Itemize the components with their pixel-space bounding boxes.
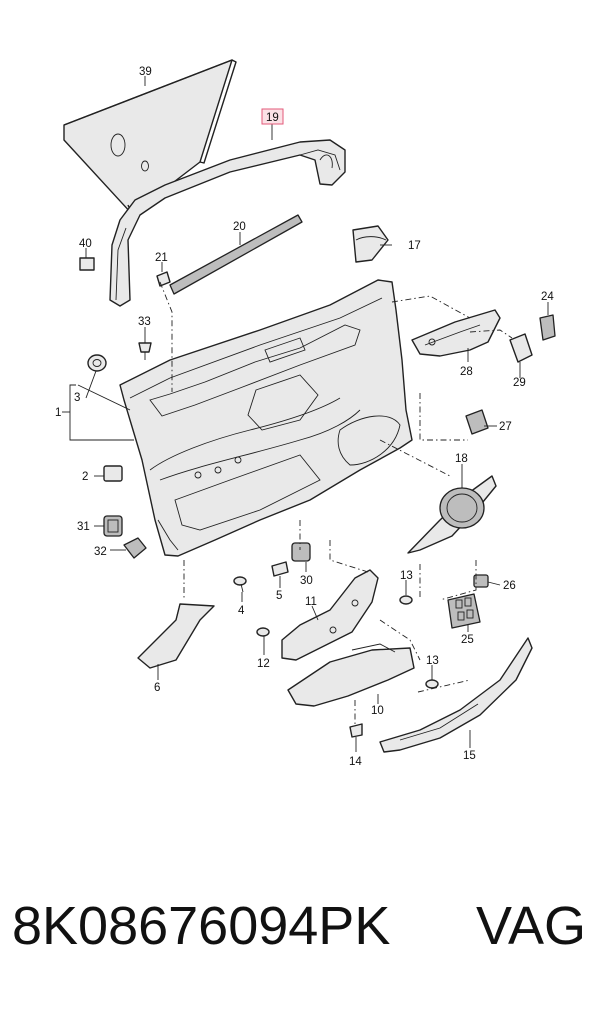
part-26-clip bbox=[473, 574, 489, 588]
door-trim-exploded-diagram: 39 19 20 17 40 21 24 33 28 29 3 1 27 18 … bbox=[55, 59, 556, 768]
part-29-actuator bbox=[509, 333, 533, 363]
part-10-armrest-trim bbox=[287, 643, 415, 707]
part-21-clip bbox=[156, 271, 171, 287]
part-2-pad bbox=[103, 465, 123, 482]
callout-30: 30 bbox=[300, 575, 313, 587]
callout-10: 10 bbox=[371, 705, 384, 717]
callout-labels: 39 19 20 17 40 21 24 33 28 29 3 1 27 18 … bbox=[55, 66, 554, 768]
footer: 8K08676094PK VAG bbox=[0, 895, 600, 995]
part-17-cap bbox=[352, 225, 389, 263]
part-30-clip bbox=[291, 542, 311, 562]
part-1-door-trim-panel bbox=[119, 279, 413, 557]
part-33-screw bbox=[138, 342, 152, 360]
part-31-switch bbox=[103, 515, 123, 537]
callout-3: 3 bbox=[74, 392, 80, 404]
callout-31: 31 bbox=[77, 521, 90, 533]
callout-33: 33 bbox=[138, 316, 151, 328]
callout-19-highlight bbox=[261, 108, 284, 125]
part-12-screw bbox=[256, 627, 270, 637]
part-13-screw-upper bbox=[399, 595, 413, 605]
callout-28: 28 bbox=[460, 366, 473, 378]
part-11-bracket bbox=[281, 569, 379, 661]
callout-5: 5 bbox=[276, 590, 282, 602]
callout-12: 12 bbox=[257, 658, 270, 670]
callout-1: 1 bbox=[55, 407, 61, 419]
callout-15: 15 bbox=[463, 750, 476, 762]
part-27-cover bbox=[465, 409, 489, 435]
part-13-screw-lower bbox=[425, 679, 439, 689]
part-number-label: 8K08676094PK bbox=[12, 896, 391, 956]
callout-27: 27 bbox=[499, 421, 512, 433]
part-18-speaker-grille bbox=[407, 475, 497, 554]
part-32-cover bbox=[123, 537, 147, 559]
callout-29: 29 bbox=[513, 377, 526, 389]
brand-label: VAG bbox=[475, 896, 586, 956]
part-28-inner-handle bbox=[411, 309, 501, 357]
part-24-cap bbox=[539, 314, 556, 341]
callout-24: 24 bbox=[541, 291, 554, 303]
part-40-clip bbox=[79, 257, 95, 271]
callout-20: 20 bbox=[233, 221, 246, 233]
callout-13-upper: 13 bbox=[400, 570, 413, 582]
callout-14: 14 bbox=[349, 756, 362, 768]
part-15-long-trim bbox=[379, 637, 533, 753]
part-25-window-switch bbox=[447, 593, 481, 629]
callout-2: 2 bbox=[82, 471, 88, 483]
callout-39: 39 bbox=[139, 66, 152, 78]
part-39-triangle-panel bbox=[63, 59, 237, 215]
part-3-grommet bbox=[87, 354, 107, 372]
leader-lines bbox=[62, 76, 549, 752]
part-4-screw bbox=[233, 576, 247, 593]
callout-40: 40 bbox=[79, 238, 92, 250]
part-5-clip bbox=[271, 561, 289, 577]
callout-26: 26 bbox=[503, 580, 516, 592]
callout-17: 17 bbox=[408, 240, 421, 252]
callout-18: 18 bbox=[455, 453, 468, 465]
callout-6: 6 bbox=[154, 682, 160, 694]
callout-11: 11 bbox=[305, 596, 317, 608]
assembly-lines bbox=[159, 281, 513, 725]
callout-32: 32 bbox=[94, 546, 107, 558]
part-14-clip bbox=[349, 723, 363, 738]
part-20-trim-strip bbox=[169, 214, 303, 295]
callout-21: 21 bbox=[155, 252, 168, 264]
callout-4: 4 bbox=[238, 605, 245, 617]
callout-13-lower: 13 bbox=[426, 655, 439, 667]
part-19-frame-trim bbox=[109, 139, 346, 307]
part-6-trim-piece bbox=[137, 603, 215, 669]
callout-25: 25 bbox=[461, 634, 474, 646]
callout-19: 19 bbox=[266, 112, 279, 124]
